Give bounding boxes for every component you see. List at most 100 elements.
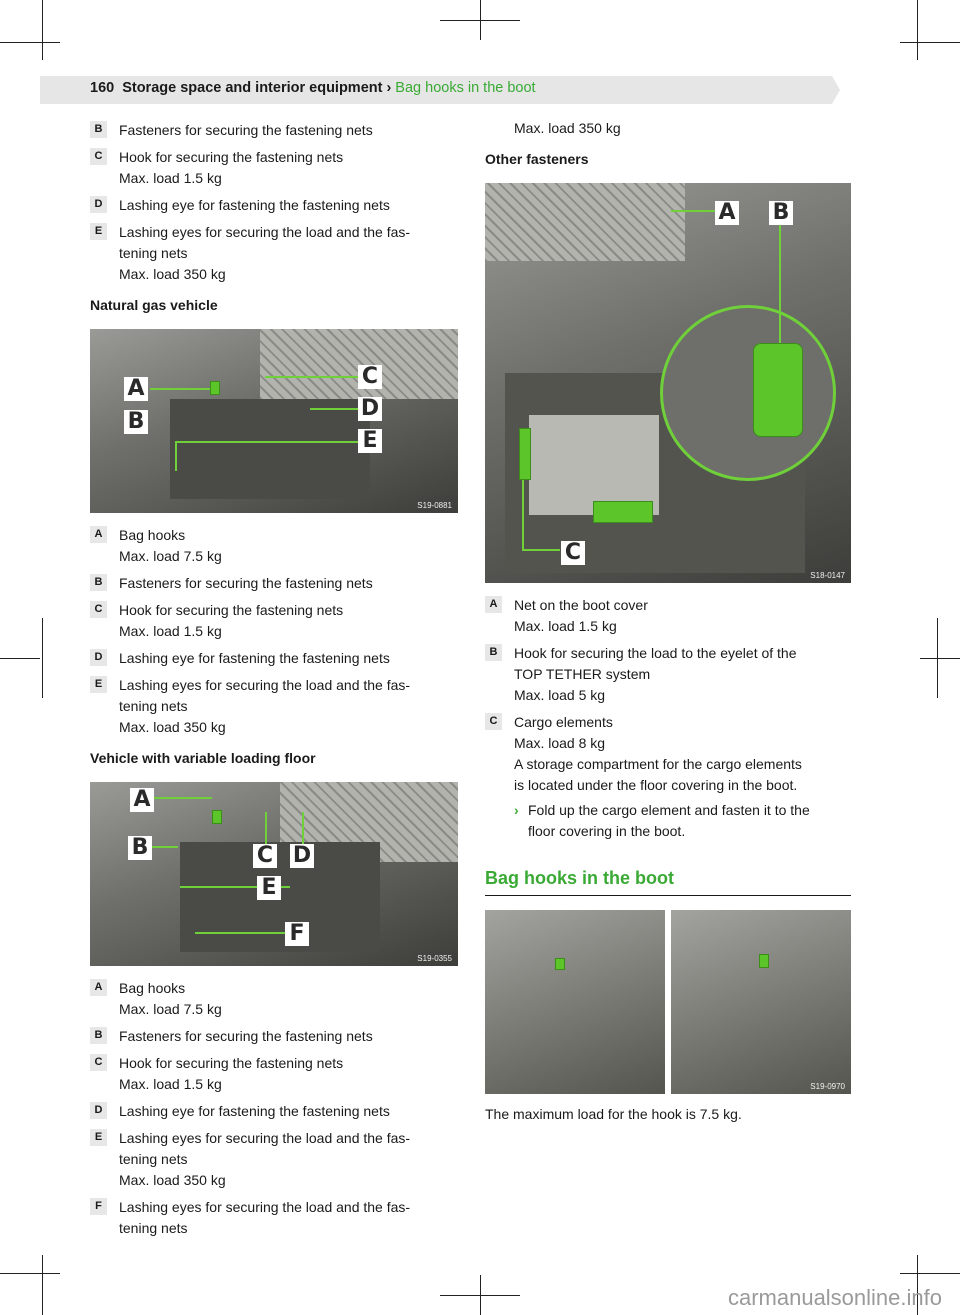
item-text: Fasteners for securing the fastening net…	[119, 1028, 373, 1044]
item-text: Fasteners for securing the fastening net…	[119, 575, 373, 591]
net-pattern	[485, 183, 685, 261]
item-text: Max. load 350 kg	[119, 1172, 226, 1188]
cargo-box	[529, 415, 659, 515]
breadcrumb-subsection: Bag hooks in the boot	[395, 80, 536, 96]
section-heading: Vehicle with variable loading floor	[90, 750, 316, 766]
crop-mark	[920, 658, 960, 659]
item-badge: D	[90, 1102, 107, 1119]
item-badge: E	[90, 676, 107, 693]
callout-label: A	[124, 377, 148, 401]
list-item: E Lashing eyes for securing the load and…	[90, 1128, 460, 1191]
boot-photo-other-fasteners: A B C S18-0147	[485, 183, 851, 583]
watermark: carmanualsonline.info	[727, 1285, 942, 1310]
image-code: S19-0355	[417, 954, 452, 963]
item-badge: B	[90, 574, 107, 591]
item-badge: D	[90, 196, 107, 213]
leader-line	[152, 846, 178, 848]
item-text: Lashing eyes for securing the load and t…	[119, 1130, 411, 1146]
boot-photo-natural-gas: A B C D E S19-0881	[90, 329, 458, 513]
leader-line	[265, 376, 365, 378]
callout-label: D	[290, 844, 314, 868]
item-badge: E	[90, 1129, 107, 1146]
callout-label: F	[285, 922, 309, 946]
callout-label: A	[130, 788, 154, 812]
crop-mark	[42, 1255, 43, 1315]
item-text: tening nets	[119, 1151, 188, 1167]
right-column: Max. load 350 kg Other fasteners A B C S…	[485, 118, 851, 1125]
list-item: E Lashing eyes for securing the load and…	[90, 222, 460, 285]
item-text: Hook for securing the fastening nets	[119, 602, 344, 618]
callout-label: E	[257, 876, 281, 900]
leader-line	[522, 431, 524, 551]
callout-label: C	[253, 844, 277, 868]
boot-photo-variable-floor: A B C D E F S19-0355	[90, 782, 458, 966]
crop-mark	[917, 0, 918, 60]
item-text: Bag hooks	[119, 527, 186, 543]
hook-marker	[212, 810, 222, 824]
item-badge: C	[90, 601, 107, 618]
item-badge: B	[90, 1027, 107, 1044]
hook-marker	[210, 381, 220, 395]
section-title: Storage space and interior equipment	[122, 80, 383, 96]
item-text: tening nets	[119, 698, 188, 714]
item-badge: C	[90, 1054, 107, 1071]
item-text: Net on the boot cover	[514, 597, 648, 613]
item-text: is located under the floor covering in t…	[514, 777, 798, 793]
item-text: Max. load 7.5 kg	[119, 1001, 222, 1017]
item-text: Max. load 350 kg	[119, 719, 226, 735]
item-text: tening nets	[119, 1220, 188, 1236]
detail-circle	[660, 305, 836, 481]
item-text: Max. load 7.5 kg	[119, 548, 222, 564]
item-text: tening nets	[119, 245, 188, 261]
list-item: B Fasteners for securing the fastening n…	[90, 573, 460, 594]
cargo-element	[593, 501, 653, 523]
list-item: C Cargo elements Max. load 8 kg A storag…	[485, 712, 851, 842]
section-heading: Other fasteners	[485, 151, 589, 167]
crop-mark	[900, 42, 960, 43]
bag-hook-marker	[555, 958, 565, 970]
item-text: Bag hooks	[119, 980, 186, 996]
item-text: Cargo elements	[514, 714, 613, 730]
top-tether-hook	[753, 343, 803, 437]
callout-label: C	[358, 365, 382, 389]
section-heading: Natural gas vehicle	[90, 297, 218, 313]
list-item: E Lashing eyes for securing the load and…	[90, 675, 460, 738]
list-item: D Lashing eye for fastening the fastenin…	[90, 195, 460, 216]
item-text: Hook for securing the fastening nets	[119, 149, 344, 165]
item-badge: A	[90, 979, 107, 996]
item-text: Max. load 5 kg	[514, 687, 606, 703]
callout-label: E	[358, 429, 382, 453]
item-badge: A	[90, 526, 107, 543]
crop-mark	[900, 1273, 960, 1274]
image-code: S19-0881	[417, 501, 452, 510]
item-text: Max. load 1.5 kg	[119, 623, 222, 639]
callout-label: C	[561, 541, 585, 565]
leader-line	[150, 388, 210, 390]
cargo-element	[519, 428, 531, 480]
left-column: B Fasteners for securing the fastening n…	[90, 120, 460, 1245]
crop-mark	[0, 42, 60, 43]
item-text: Lashing eyes for securing the load and t…	[119, 224, 411, 240]
photo-left-side	[485, 910, 665, 1094]
leader-line	[310, 408, 362, 410]
continued-text: Max. load 350 kg	[514, 120, 621, 136]
item-text: Hook for securing the load to the eyelet…	[514, 645, 797, 661]
item-badge: D	[90, 649, 107, 666]
list-item: D Lashing eye for fastening the fastenin…	[90, 1101, 460, 1122]
leader-line	[265, 812, 267, 852]
callout-label: A	[715, 201, 739, 225]
boot-floor	[170, 399, 370, 499]
item-text: A storage compartment for the cargo elem…	[514, 756, 802, 772]
list-item: B Fasteners for securing the fastening n…	[90, 120, 460, 141]
item-text: Lashing eyes for securing the load and t…	[119, 1199, 411, 1215]
item-text: floor covering in the boot.	[528, 823, 686, 839]
crop-mark	[42, 618, 43, 698]
item-text: Hook for securing the fastening nets	[119, 1055, 344, 1071]
item-text: Max. load 350 kg	[119, 266, 226, 282]
